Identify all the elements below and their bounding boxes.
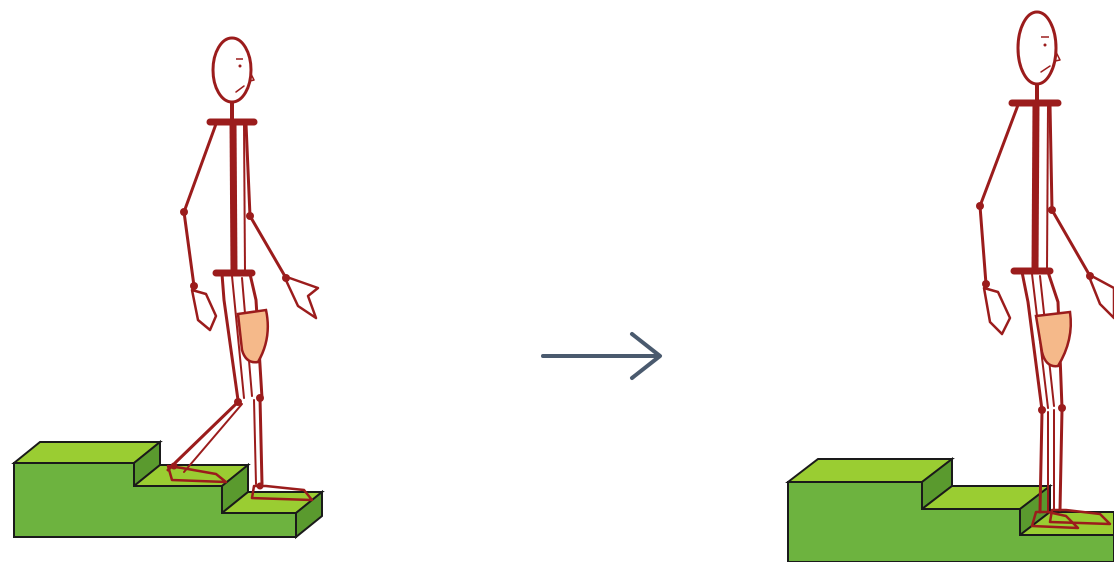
figure-right-back-hand xyxy=(984,288,1010,334)
figure-left-wrist-back xyxy=(190,282,198,290)
figure-left-wrist-front xyxy=(282,274,290,282)
figure-right-front-hand xyxy=(1088,274,1114,318)
figure-right-front-shin xyxy=(1060,410,1062,510)
figure-right-back-arm xyxy=(980,105,1018,284)
figure-right-wrist-front xyxy=(1086,272,1094,280)
figure-left-front-hand xyxy=(284,276,318,318)
figure-left-back-arm xyxy=(184,124,216,286)
figure-right-spine xyxy=(1035,103,1036,270)
transition-arrow xyxy=(543,334,660,378)
figure-left-back-shin-edge xyxy=(184,404,242,472)
figure-left-front-arm xyxy=(246,124,286,278)
figure-left-front-shin xyxy=(260,398,262,484)
panel-after xyxy=(788,12,1114,562)
figure-left-front-shin-edge xyxy=(254,400,256,484)
figure-left-ankle-front xyxy=(257,483,264,490)
stairs-left xyxy=(14,442,322,537)
figure-right-head xyxy=(1018,12,1056,84)
panel-before xyxy=(14,38,322,537)
figure-left-back-thigh xyxy=(222,274,238,400)
figure-right-knee-front xyxy=(1058,404,1066,412)
figure-left-knee-front xyxy=(256,394,264,402)
figure-left-eye xyxy=(239,65,242,68)
figure-left-torso-edge xyxy=(244,124,245,272)
figure-right-front-arm xyxy=(1050,105,1090,276)
figure-left-knee-back xyxy=(234,398,242,406)
figure-left-back-shin xyxy=(168,402,238,470)
figure-left xyxy=(168,38,318,500)
figure-right-elbow-front xyxy=(1048,206,1056,214)
figure-right-knee-back xyxy=(1038,406,1046,414)
figure-right-wrist-back xyxy=(982,280,990,288)
figure-left-spine xyxy=(233,122,234,272)
figure-right xyxy=(976,12,1114,528)
figure-right-back-shin xyxy=(1040,412,1042,512)
figure-left-elbow-back xyxy=(180,208,188,216)
figure-left-back-hand xyxy=(192,290,216,330)
figure-left-ankle-back xyxy=(171,463,178,470)
figure-left-head xyxy=(213,38,251,102)
figure-left-knee-pad xyxy=(238,310,268,362)
figure-left-elbow-front xyxy=(246,212,254,220)
figure-right-eye xyxy=(1044,44,1047,47)
figure-right-elbow-back xyxy=(976,202,984,210)
figure-right-torso-edge xyxy=(1047,105,1048,270)
